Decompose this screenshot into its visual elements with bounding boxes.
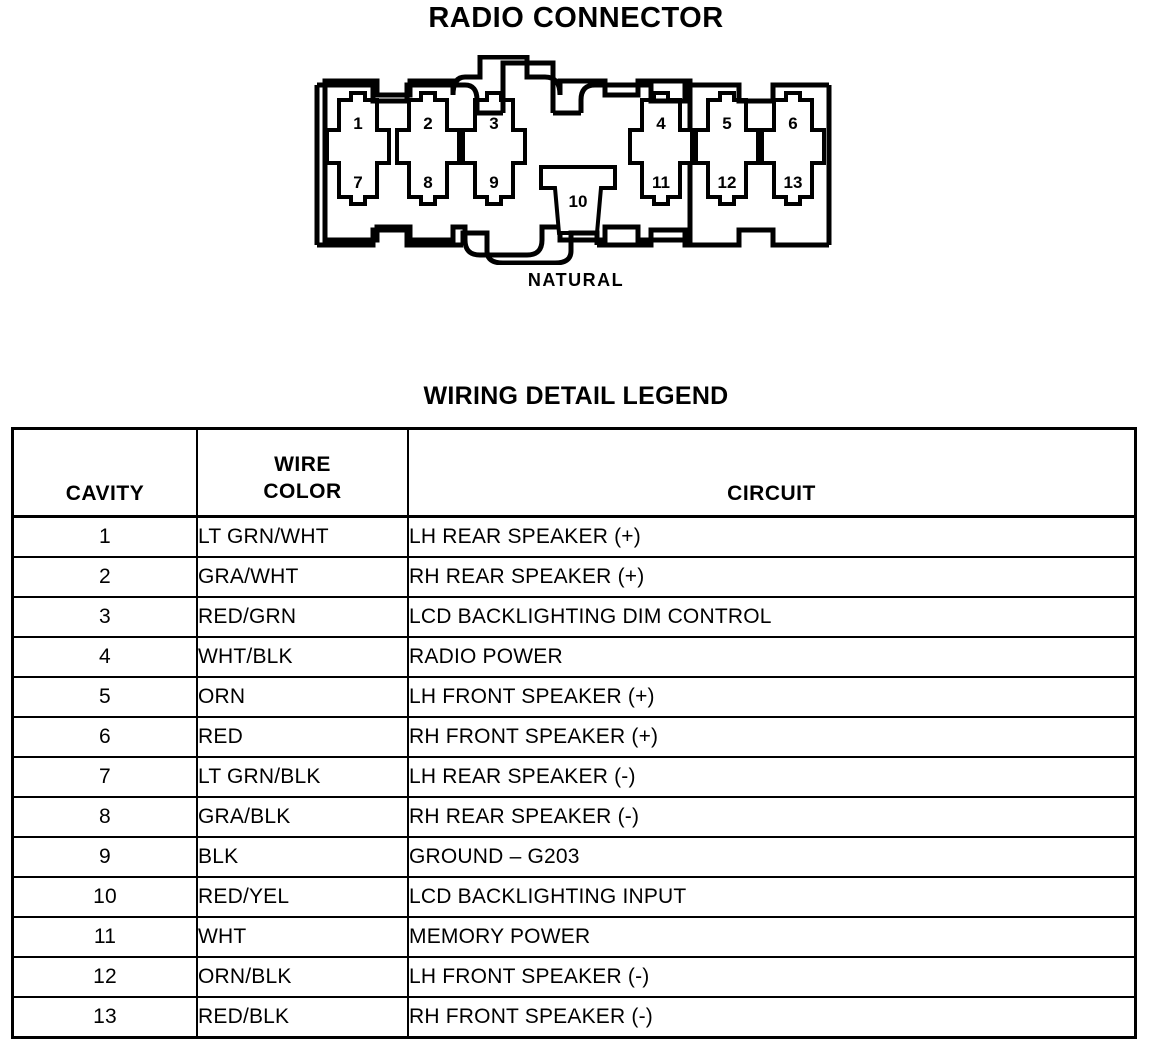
cavity-number-7: 7 (353, 173, 362, 192)
column-header-circuit: CIRCUIT (407, 427, 1137, 518)
cavity-number-4: 4 (656, 114, 666, 133)
cell-cavity: 12 (11, 956, 198, 998)
cell-circuit: LH FRONT SPEAKER (+) (407, 676, 1137, 718)
cell-circuit: RADIO POWER (407, 636, 1137, 678)
cavity-number-12: 12 (718, 173, 737, 192)
cell-cavity: 8 (11, 796, 198, 838)
cavity-number-3: 3 (489, 114, 498, 133)
connector-diagram: 1 7 2 8 3 9 10 4 11 (305, 55, 850, 265)
table-header-row: CAVITY WIRE COLOR CIRCUIT (11, 427, 1137, 518)
cell-wire-color: ORN/BLK (196, 956, 409, 998)
cell-cavity: 13 (11, 996, 198, 1039)
cell-circuit: MEMORY POWER (407, 916, 1137, 958)
cell-wire-color: GRA/BLK (196, 796, 409, 838)
cell-wire-color: GRA/WHT (196, 556, 409, 598)
page-title: RADIO CONNECTOR (428, 2, 724, 34)
cell-wire-color: LT GRN/BLK (196, 756, 409, 798)
connector-outer-shell (314, 60, 832, 265)
cavity-number-10: 10 (569, 192, 588, 211)
cavity-6: 6 13 (760, 91, 826, 206)
cell-cavity: 6 (11, 716, 198, 758)
column-header-wire-color: WIRE COLOR (196, 427, 409, 518)
cell-wire-color: ORN (196, 676, 409, 718)
cell-wire-color: WHT (196, 916, 409, 958)
cell-wire-color: RED/GRN (196, 596, 409, 638)
cell-circuit: GROUND – G203 (407, 836, 1137, 878)
cell-circuit: RH FRONT SPEAKER (+) (407, 716, 1137, 758)
cavity-group-right-top: 4 11 5 12 6 13 (628, 91, 826, 206)
cell-cavity: 2 (11, 556, 198, 598)
cell-wire-color: WHT/BLK (196, 636, 409, 678)
column-header-wire-line2: COLOR (263, 480, 342, 504)
cell-cavity: 1 (11, 515, 198, 558)
column-header-wire-line1: WIRE (274, 452, 331, 476)
connector-svg: 1 7 2 8 3 9 10 4 11 (314, 55, 832, 265)
cavity-group-left-top: 1 7 2 8 3 9 (325, 91, 527, 206)
cell-cavity: 7 (11, 756, 198, 798)
connector-type-label: NATURAL (527, 270, 625, 290)
cell-circuit: RH REAR SPEAKER (+) (407, 556, 1137, 598)
cell-wire-color: BLK (196, 836, 409, 878)
cavity-3: 3 9 (461, 91, 527, 206)
cell-cavity: 10 (11, 876, 198, 918)
cell-wire-color: RED/YEL (196, 876, 409, 918)
cavity-5: 5 12 (694, 91, 760, 206)
cavity-number-5: 5 (722, 114, 731, 133)
cavity-number-2: 2 (423, 114, 432, 133)
connector-outline (322, 55, 693, 258)
cell-cavity: 9 (11, 836, 198, 878)
cell-circuit: LH REAR SPEAKER (-) (407, 756, 1137, 798)
cavity-number-9: 9 (489, 173, 498, 192)
table-header: CAVITY WIRE COLOR CIRCUIT (11, 427, 1137, 518)
column-header-cavity: CAVITY (11, 427, 198, 518)
cell-wire-color: RED/BLK (196, 996, 409, 1039)
cavity-number-8: 8 (423, 173, 432, 192)
cavity-number-6: 6 (788, 114, 797, 133)
cell-wire-color: RED (196, 716, 409, 758)
cell-circuit: RH REAR SPEAKER (-) (407, 796, 1137, 838)
cell-cavity: 4 (11, 636, 198, 678)
cell-circuit: LH FRONT SPEAKER (-) (407, 956, 1137, 998)
cavity-4: 4 11 (628, 91, 694, 206)
cavity-1: 1 7 (325, 91, 391, 206)
cell-cavity: 5 (11, 676, 198, 718)
cell-circuit: LCD BACKLIGHTING INPUT (407, 876, 1137, 918)
cell-cavity: 11 (11, 916, 198, 958)
cavity-10: 10 (539, 165, 617, 235)
cell-circuit: LH REAR SPEAKER (+) (407, 515, 1137, 558)
cavity-number-11: 11 (652, 173, 670, 192)
cell-wire-color: LT GRN/WHT (196, 515, 409, 558)
cell-cavity: 3 (11, 596, 198, 638)
cavity-2: 2 8 (395, 91, 461, 206)
cavity-number-1: 1 (353, 114, 362, 133)
cavity-number-13: 13 (784, 173, 803, 192)
cell-circuit: RH FRONT SPEAKER (-) (407, 996, 1137, 1039)
legend-title: WIRING DETAIL LEGEND (423, 382, 729, 410)
cell-circuit: LCD BACKLIGHTING DIM CONTROL (407, 596, 1137, 638)
